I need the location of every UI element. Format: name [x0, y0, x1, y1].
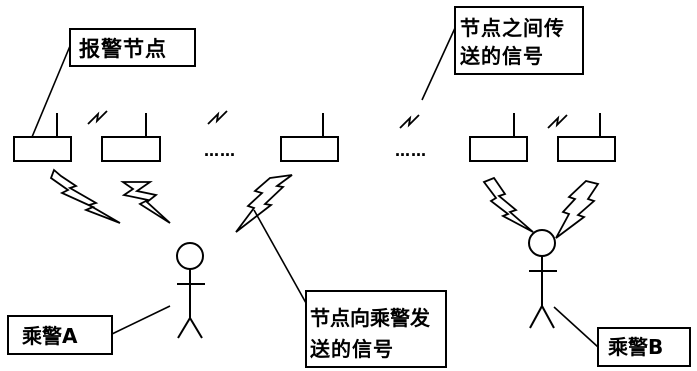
lightning-bolt-3 — [235, 174, 293, 233]
signal-zigzag-2 — [207, 110, 228, 125]
leader-guard-b — [553, 306, 599, 348]
leader-alarm-node — [31, 45, 71, 138]
label-guard-b: 乘警B — [597, 327, 691, 367]
label-guard-b-text: 乘警B — [607, 335, 663, 359]
guard-a-figure — [176, 242, 205, 339]
guard-b-figure — [528, 229, 557, 329]
leader-inter-node — [421, 27, 456, 101]
signal-zigzag-4 — [547, 114, 568, 129]
label-inter-node-line1: 节点之间传 — [460, 16, 565, 40]
leader-node-to-guard — [253, 209, 307, 304]
node-2 — [101, 113, 161, 162]
node-4 — [469, 113, 528, 162]
signal-zigzag-1 — [87, 110, 108, 125]
node-to-guard-signals — [49, 168, 600, 239]
lightning-bolt-2 — [120, 181, 171, 224]
guard-a-head — [176, 242, 204, 270]
node-5 — [557, 113, 616, 162]
inter-node-signals — [87, 110, 568, 129]
label-guard-a: 乘警A — [7, 315, 113, 355]
label-node-to-guard-line2: 送的信号 — [310, 337, 394, 361]
label-inter-node-line2: 送的信号 — [460, 44, 544, 68]
leader-lines — [31, 27, 599, 348]
node-1 — [13, 113, 72, 162]
signal-zigzag-3 — [399, 114, 420, 129]
label-inter-node-signal: 节点之间传 送的信号 — [454, 6, 584, 75]
label-alarm-node: 报警节点 — [69, 28, 196, 67]
guard-b-head — [528, 229, 556, 257]
label-node-to-guard-line1: 节点向乘警发 — [310, 306, 431, 330]
leader-guard-a — [111, 305, 171, 335]
alarm-node-row — [13, 113, 616, 162]
label-node-to-guard-signal: 节点向乘警发 送的信号 — [305, 290, 447, 368]
node-ellipsis-left: …… — [204, 142, 236, 160]
label-alarm-node-text: 报警节点 — [79, 37, 167, 61]
node-3 — [280, 113, 339, 162]
label-guard-a-text: 乘警A — [21, 324, 78, 348]
lightning-bolt-4 — [482, 176, 534, 233]
lightning-bolt-1 — [49, 168, 121, 224]
lightning-bolt-5 — [555, 180, 600, 239]
node-ellipsis-right: …… — [395, 142, 427, 160]
